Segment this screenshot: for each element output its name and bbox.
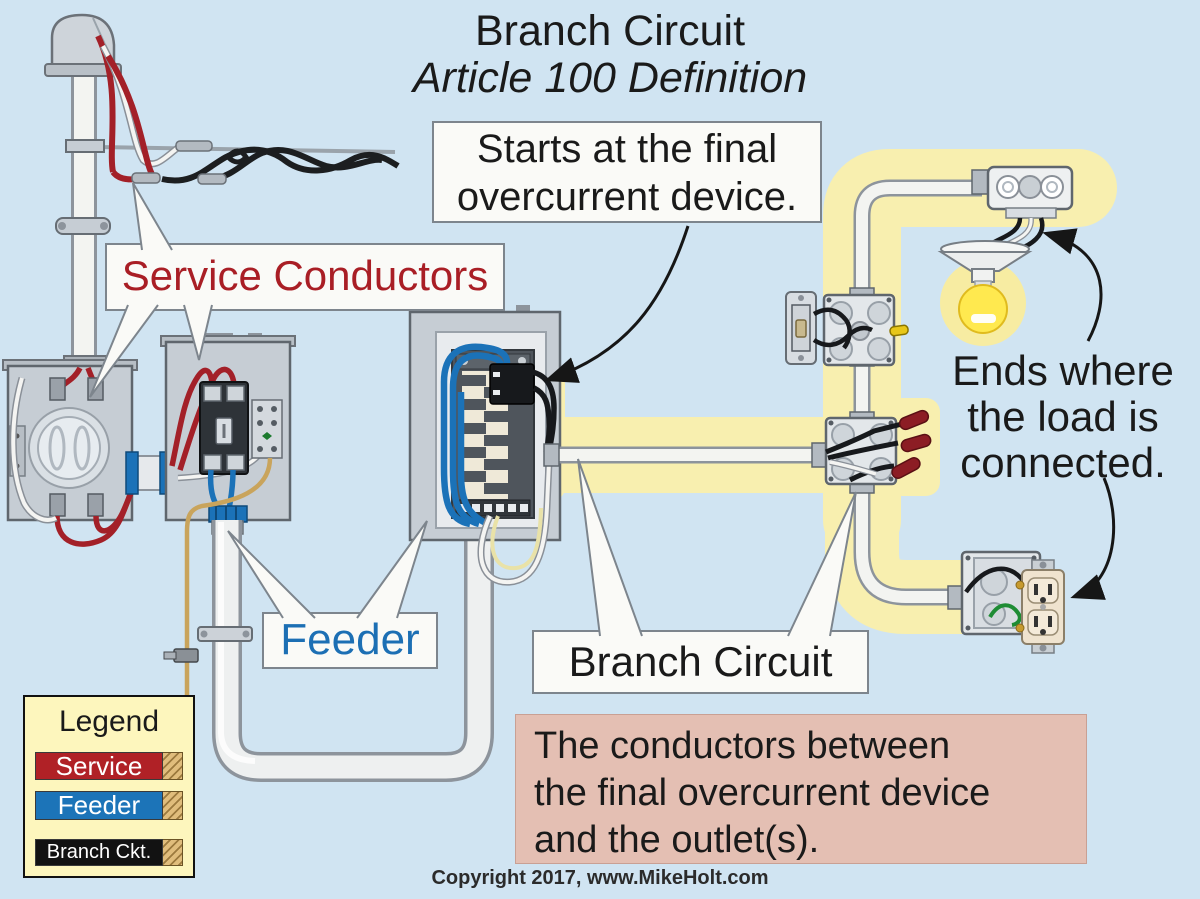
legend-title: Legend	[58, 705, 160, 738]
definition-line3: and the outlet(s).	[534, 819, 820, 861]
ceiling-box	[986, 165, 1074, 254]
callout-service-conductors: Service Conductors	[105, 243, 505, 311]
service-drop-wires	[95, 34, 400, 185]
meter-socket	[2, 359, 167, 547]
title-line2: Article 100 Definition	[412, 54, 808, 102]
light-bulb	[958, 284, 1008, 334]
neutral-bar	[251, 399, 283, 459]
splice-junction-box	[824, 409, 932, 486]
switch-toggle	[795, 319, 807, 338]
label-ends-where-load-connected: Ends where the load is connected.	[936, 348, 1190, 486]
ends-line2: the load is	[967, 393, 1159, 440]
definition-line2: the final overcurrent device	[534, 772, 991, 814]
feeder-wire-blue2	[449, 352, 505, 528]
wire-nuts	[891, 409, 932, 479]
conduit-strap	[197, 626, 253, 642]
branch-circuit-conduits	[543, 169, 989, 610]
callout-branch-circuit: Branch Circuit	[532, 630, 869, 694]
service-drop-black2	[209, 146, 383, 183]
yellow-wire-connector	[889, 324, 909, 337]
splice-sleeve	[131, 172, 161, 184]
service-wire-red2	[105, 54, 156, 178]
wire-end-icon	[163, 839, 183, 866]
copyright: Copyright 2017, www.MikeHolt.com	[431, 867, 769, 889]
callout-feeder: Feeder	[262, 612, 438, 669]
receptacle-box	[960, 550, 1065, 654]
feeder-wire-blue3	[457, 392, 490, 527]
ground-wire	[988, 603, 1022, 627]
service-mast	[44, 13, 396, 369]
light-fixture	[937, 240, 1033, 334]
ends-line1: Ends where	[952, 347, 1174, 394]
grounding-electrode-conductor	[163, 457, 273, 700]
wire-end-icon	[163, 791, 183, 820]
callout-starts-line1: Starts at the final	[476, 127, 778, 171]
callout-starts-at-ocpd: Starts at the final overcurrent device.	[432, 121, 822, 223]
legend: Legend Service Feeder Branch Ckt.	[23, 695, 195, 878]
wire-end-icon	[163, 752, 183, 780]
legend-item-feeder: Feeder	[35, 791, 183, 820]
conduit-connector	[971, 169, 989, 195]
branch-breaker-final-ocpd	[489, 363, 535, 405]
legend-branch-swatch: Branch Ckt.	[35, 839, 163, 866]
ends-line3: connected.	[960, 439, 1166, 486]
legend-item-service: Service	[35, 752, 183, 780]
title-line1: Branch Circuit	[474, 7, 746, 55]
switch-wire-black1	[812, 307, 852, 350]
callout-starts-line2: overcurrent device.	[456, 175, 798, 219]
definition-line1: The conductors between	[534, 725, 951, 767]
panelboard	[408, 305, 562, 586]
mast-strap	[65, 139, 105, 153]
ground-clamp	[173, 648, 199, 663]
service-drop-black1	[161, 146, 400, 184]
conduit-connector	[543, 443, 560, 467]
panel-neutral-wire	[478, 461, 551, 585]
legend-feeder-swatch: Feeder	[35, 791, 163, 820]
feeder-conduit	[197, 520, 499, 782]
feeder-wire-blue1	[440, 343, 511, 528]
disconnect-enclosure	[160, 333, 296, 535]
mast-clamp	[55, 217, 111, 235]
legend-item-branch: Branch Ckt.	[35, 839, 183, 866]
splice-sleeve	[197, 173, 227, 185]
legend-service-swatch: Service	[35, 752, 163, 780]
switch-wire-black2	[812, 325, 874, 348]
switch-junction-box	[785, 291, 909, 367]
splice-sleeve	[175, 140, 213, 152]
definition-panel: The conductors between the final overcur…	[515, 714, 1087, 864]
